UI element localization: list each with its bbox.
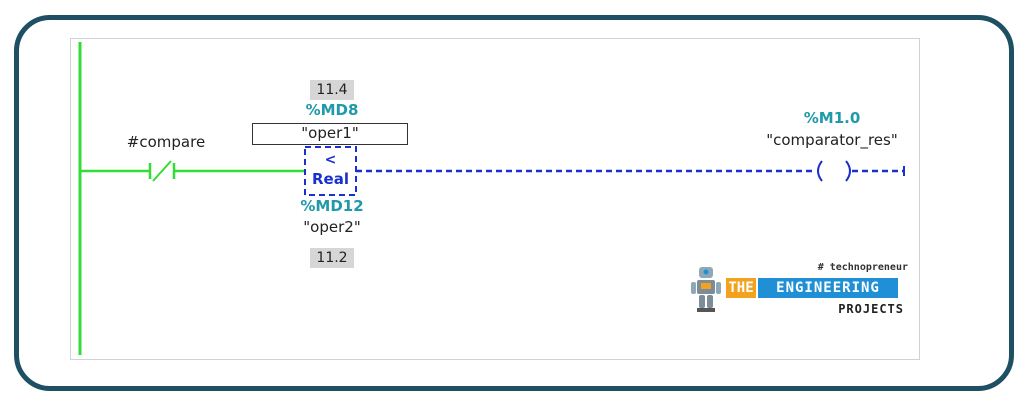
logo-projects: PROJECTS [838,302,904,316]
engineering-projects-logo: # technopreneur THE ENGINEERING PROJECTS [688,262,908,322]
logo-engineering: ENGINEERING [758,278,898,298]
comparator-value-bottom: 11.2 [310,248,354,268]
comparator-value-top: 11.4 [310,80,354,100]
ladder-panel [70,38,920,360]
coil-label[interactable]: "comparator_res" [766,131,898,149]
comparator-type: Real [312,170,349,188]
comparator-operator: < [324,152,337,168]
robot-icon [691,267,721,312]
logo-the: THE [726,278,756,298]
contact-label: #compare [126,133,206,151]
operand-bottom-label[interactable]: "oper2" [303,218,361,236]
comparator-address-top: %MD8 [305,101,359,119]
coil-address: %M1.0 [803,109,861,127]
logo-hashtag: # technopreneur [817,262,908,273]
comparator-address-bottom: %MD12 [300,197,364,215]
output-coil[interactable] [817,160,851,182]
nc-contact[interactable] [148,160,176,182]
operand-top-field[interactable]: "oper1" [252,123,408,145]
